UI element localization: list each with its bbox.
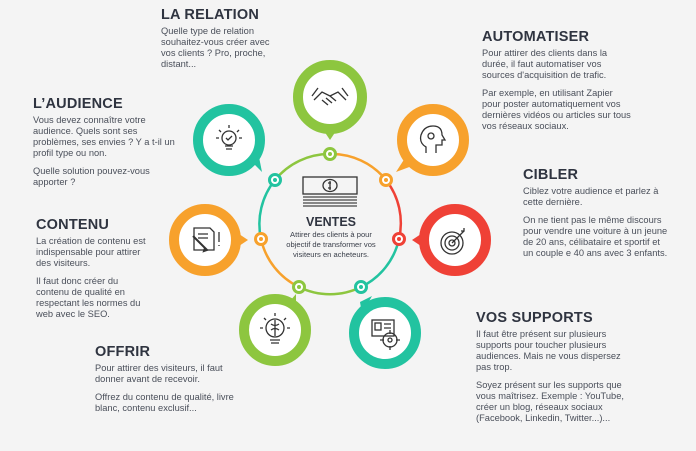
ring-arc bbox=[258, 179, 276, 240]
section-title: CONTENU bbox=[36, 217, 110, 233]
section-title: VOS SUPPORTS bbox=[476, 310, 593, 326]
bubble-offrir bbox=[239, 294, 311, 366]
section-text: Soyez présent sur les supports que vous … bbox=[476, 380, 624, 423]
section-text: Quelle solution pouvez-vous apporter ? bbox=[33, 166, 150, 187]
ring-arc bbox=[298, 285, 362, 296]
ring-arc bbox=[274, 152, 331, 181]
ring-arc bbox=[385, 179, 403, 240]
target-icon bbox=[440, 228, 465, 255]
section-text: Offrez du contenu de qualité, livre blan… bbox=[95, 392, 234, 413]
section-text: Vous devez connaître votre audience. Que… bbox=[33, 115, 175, 158]
section-text: La création de contenu est indispensable… bbox=[36, 236, 146, 268]
bubble-cibler bbox=[412, 204, 491, 276]
section-text: Pour attirer des visiteurs, il faut donn… bbox=[95, 363, 223, 384]
section-title: OFFRIR bbox=[95, 344, 151, 360]
lightbulb-brain-icon bbox=[260, 313, 290, 344]
section-text: Quelle type de relation souhaitez-vous c… bbox=[161, 26, 270, 69]
section-text: Il faut donc créer du contenu de qualité… bbox=[36, 276, 141, 319]
lightbulb-check-icon bbox=[216, 125, 242, 150]
section-cibler: CIBLER Ciblez votre audience et parlez à… bbox=[523, 167, 671, 266]
bubble-audience bbox=[193, 104, 265, 176]
profile-crosshair-icon bbox=[371, 319, 400, 350]
handshake-icon bbox=[311, 87, 349, 106]
section-text: Par exemple, en utilisant Zapier pour po… bbox=[482, 88, 631, 131]
section-offrir: OFFRIR Pour attirer des visiteurs, il fa… bbox=[95, 344, 235, 421]
center-title: VENTES bbox=[305, 215, 356, 229]
bubble-contenu bbox=[169, 204, 248, 276]
section-text: On ne tient pas le même discours pour ve… bbox=[523, 215, 668, 258]
section-title: AUTOMATISER bbox=[482, 29, 590, 45]
section-audience: L’AUDIENCE Vous devez connaître votre au… bbox=[33, 96, 175, 195]
section-automatiser: AUTOMATISER Pour attirer des clients dan… bbox=[482, 29, 632, 139]
section-text: Ciblez votre audience et parlez à cette … bbox=[523, 186, 659, 207]
section-title: LA RELATION bbox=[161, 7, 260, 23]
section-text: Pour attirer des clients dans la durée, … bbox=[482, 48, 608, 80]
bubble-automatiser bbox=[396, 104, 469, 176]
document-pen-icon bbox=[192, 227, 220, 253]
section-contenu: CONTENU La création de contenu est indis… bbox=[36, 217, 148, 327]
head-gear-icon bbox=[419, 125, 447, 153]
bubble-relation bbox=[293, 60, 367, 140]
section-title: L’AUDIENCE bbox=[33, 96, 123, 112]
ring-arc bbox=[329, 152, 387, 181]
section-relation: LA RELATION Quelle type de relation souh… bbox=[161, 7, 271, 77]
center-description: Attirer des clients à pour objectif de t… bbox=[286, 230, 376, 259]
section-supports: VOS SUPPORTS Il faut être présent sur pl… bbox=[476, 310, 638, 431]
section-title: CIBLER bbox=[523, 167, 579, 183]
section-text: Il faut être présent sur plusieurs suppo… bbox=[476, 329, 621, 372]
ring-nodes bbox=[254, 147, 406, 294]
center-ventes: VENTES Attirer des clients à pour object… bbox=[285, 215, 377, 260]
bubble-supports bbox=[349, 296, 421, 369]
money-icon bbox=[302, 176, 358, 207]
